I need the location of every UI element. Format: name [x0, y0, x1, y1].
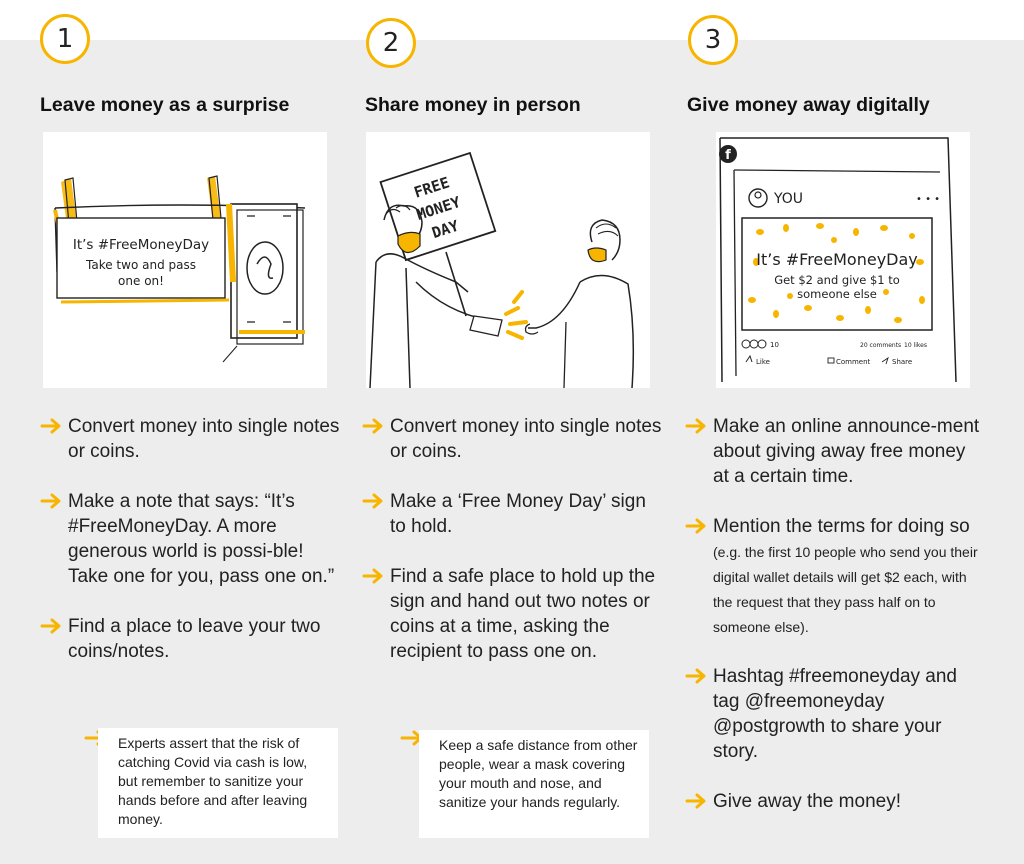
like-label: Like [756, 358, 770, 366]
comment-label: Comment [836, 358, 871, 366]
column-share-in-person: 2 Share money in person FREE MONEY DAY [362, 0, 662, 864]
note-line-1: It’s #FreeMoneyDay [73, 237, 209, 253]
steps-list: Convert money into single notes or coins… [362, 414, 662, 664]
arrow-right-icon [362, 493, 383, 509]
steps-list: Make an online announce-ment about givin… [685, 414, 985, 814]
illustration-sign-handout: FREE MONEY DAY [366, 132, 650, 388]
reaction-icon [741, 339, 751, 349]
like-count: 10 likes [904, 342, 927, 349]
column-title: Share money in person [365, 94, 581, 116]
arrow-right-icon [40, 493, 61, 509]
post-line-2: Get $2 and give $1 to [774, 273, 900, 287]
step-text: Convert money into single notes or coins… [68, 416, 340, 462]
column-title: Give money away digitally [687, 94, 930, 116]
step-text: Convert money into single notes or coins… [390, 416, 662, 462]
step-detail-text: (e.g. the first 10 people who send you t… [713, 544, 978, 635]
reaction-count: 10 [770, 341, 779, 349]
step-text: Make a note that says: “It’s #FreeMoneyD… [68, 491, 335, 587]
step-text: Find a place to leave your two coins/not… [68, 616, 321, 662]
step-item: Mention the terms for doing so (e.g. the… [685, 514, 985, 639]
step-item: Convert money into single notes or coins… [40, 414, 340, 464]
arrow-right-icon [685, 418, 706, 434]
step-item: Make a ‘Free Money Day’ sign to hold. [362, 489, 662, 539]
step-text: Give away the money! [713, 791, 901, 812]
facebook-logo-icon [719, 145, 737, 163]
arrow-right-icon [685, 668, 706, 684]
share-label: Share [892, 358, 912, 366]
step-text: Make a ‘Free Money Day’ sign to hold. [390, 491, 646, 537]
arrow-right-icon [362, 568, 383, 584]
step-item: Convert money into single notes or coins… [362, 414, 662, 464]
step-number-badge: 2 [366, 18, 416, 68]
illustration-social-post: f YOU • • • It’s #FreeMoneyDay Get $2 an… [716, 132, 970, 388]
arrow-right-icon [362, 418, 383, 434]
arrow-right-icon [685, 793, 706, 809]
step-item: Make a note that says: “It’s #FreeMoneyD… [40, 489, 340, 589]
step-item: Find a place to leave your two coins/not… [40, 614, 340, 664]
comment-icon [827, 357, 835, 364]
step-text: Find a safe place to hold up the sign an… [390, 566, 656, 662]
post-line-3: someone else [797, 287, 877, 301]
safety-note: Experts assert that the risk of catching… [98, 728, 338, 838]
step-item: Find a safe place to hold up the sign an… [362, 564, 662, 664]
post-user: YOU [773, 191, 803, 207]
arrow-right-icon [40, 618, 61, 634]
share-icon [881, 356, 889, 365]
top-band [0, 0, 1024, 40]
column-give-digitally: 3 Give money away digitally f YOU • • • [685, 0, 985, 864]
step-text: Hashtag #freemoneyday and tag @freemoney… [713, 666, 957, 762]
step-item: Make an online announce-ment about givin… [685, 414, 985, 489]
like-icon [745, 354, 753, 363]
note-line-2: Take two and pass [85, 258, 196, 272]
arrow-right-icon [685, 518, 706, 534]
column-leave-money: 1 Leave money as a surprise I [40, 0, 340, 864]
step-number-badge: 3 [688, 15, 738, 65]
step-text: Mention the terms for doing so [713, 516, 970, 537]
logo-letter: f [725, 148, 731, 163]
more-icon: • • • [916, 194, 940, 205]
avatar-icon [748, 188, 768, 208]
arrow-right-icon [40, 418, 61, 434]
note-line-3: one on! [118, 274, 164, 288]
step-number-badge: 1 [40, 14, 90, 64]
safety-note: Keep a safe distance from other people, … [419, 730, 649, 838]
post-line-1: It’s #FreeMoneyDay [756, 250, 918, 269]
column-title: Leave money as a surprise [40, 94, 290, 116]
step-text: Make an online announce-ment about givin… [713, 416, 980, 487]
comment-count: 20 comments [860, 342, 901, 349]
step-item: Give away the money! [685, 789, 985, 814]
step-item: Hashtag #freemoneyday and tag @freemoney… [685, 664, 985, 764]
steps-list: Convert money into single notes or coins… [40, 414, 340, 664]
illustration-surprise-note: It’s #FreeMoneyDay Take two and pass one… [43, 132, 327, 388]
